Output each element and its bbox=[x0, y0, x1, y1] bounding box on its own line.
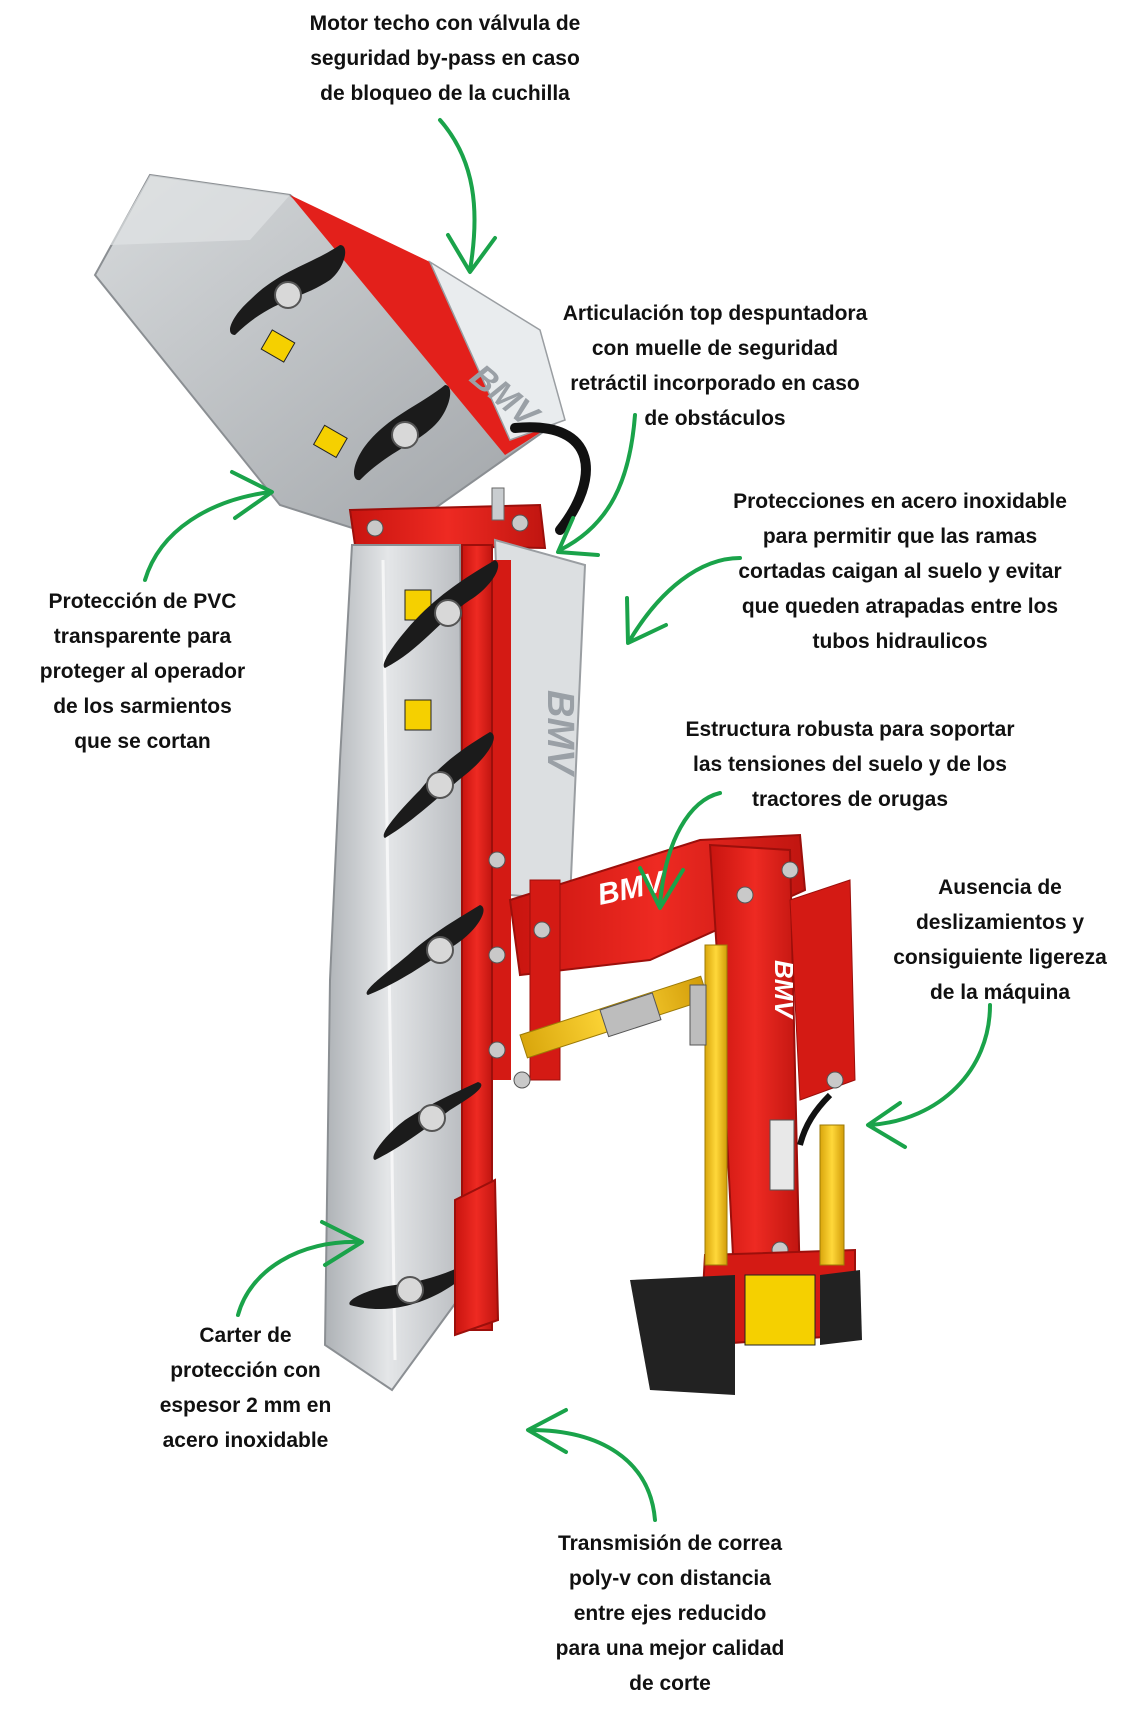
articulation-joint bbox=[348, 487, 547, 550]
callout-line: Estructura robusta para soportar bbox=[685, 718, 1015, 741]
arrow-pvc bbox=[143, 470, 274, 582]
callout-line: con muelle de seguridad bbox=[591, 337, 839, 360]
callout-line: deslizamientos y bbox=[915, 911, 1085, 934]
bar-blade-3 bbox=[366, 905, 484, 995]
callout-transmission: Transmisión de correa poly-v con distanc… bbox=[535, 1526, 805, 1701]
callout-pvc: Protección de PVC transparente para prot… bbox=[20, 584, 265, 759]
callout-line: poly-v con distancia bbox=[569, 1567, 771, 1590]
bar-blade-2 bbox=[383, 732, 494, 838]
callout-line: Motor techo con válvula de bbox=[309, 12, 581, 35]
callout-line: que queden atrapadas entre los bbox=[741, 595, 1059, 618]
callout-line: proteger al operador bbox=[39, 660, 246, 683]
callout-line: de los sarmientos bbox=[53, 695, 232, 718]
callout-no-slip: Ausencia de deslizamientos y consiguient… bbox=[875, 870, 1125, 1010]
callout-line: las tensiones del suelo y de los bbox=[693, 753, 1007, 776]
callout-line: cortadas caigan al suelo y evitar bbox=[738, 560, 1062, 583]
callout-line: Protecciones en acero inoxidable bbox=[733, 490, 1067, 513]
callout-line: de obstáculos bbox=[644, 407, 786, 430]
arrow-carter bbox=[236, 1220, 364, 1317]
callout-line: entre ejes reducido bbox=[573, 1602, 767, 1625]
arrow-motor bbox=[438, 118, 497, 274]
arrow-structure bbox=[638, 791, 722, 910]
callout-structure: Estructura robusta para soportar las ten… bbox=[670, 712, 1030, 817]
arrow-stainless-protection bbox=[625, 556, 742, 645]
callout-line: Protección de PVC bbox=[48, 590, 237, 613]
head-blade-2 bbox=[354, 385, 451, 481]
callout-line: transparente para bbox=[53, 625, 232, 648]
head-blade-1 bbox=[230, 245, 346, 335]
callout-line: tractores de orugas bbox=[751, 788, 949, 811]
callout-line: de corte bbox=[629, 1672, 711, 1695]
callout-articulation: Articulación top despuntadora con muelle… bbox=[545, 296, 885, 436]
top-head-unit: BMV bbox=[93, 173, 566, 542]
callout-line: seguridad by-pass en caso bbox=[310, 47, 580, 70]
callout-line: que se cortan bbox=[74, 730, 211, 753]
vertical-cutter-bar: BMV bbox=[323, 538, 587, 1392]
callout-line: tubos hidraulicos bbox=[812, 630, 988, 653]
callout-stainless-protection: Protecciones en acero inoxidable para pe… bbox=[720, 484, 1080, 659]
callout-line: consiguiente ligereza bbox=[893, 946, 1107, 969]
callout-line: acero inoxidable bbox=[162, 1429, 329, 1452]
logo-column: BMV bbox=[769, 960, 799, 1020]
callout-line: retráctil incorporado en caso bbox=[570, 372, 860, 395]
callout-line: Articulación top despuntadora bbox=[562, 302, 868, 325]
arrow-transmission bbox=[526, 1408, 657, 1522]
callout-line: protección con bbox=[170, 1359, 321, 1382]
hydraulic-cylinders bbox=[519, 944, 845, 1266]
callout-line: de la máquina bbox=[929, 981, 1071, 1004]
callout-line: Ausencia de bbox=[938, 876, 1062, 899]
callout-line: para permitir que las ramas bbox=[762, 525, 1038, 548]
callout-motor: Motor techo con válvula de seguridad by-… bbox=[305, 6, 585, 111]
callout-line: para una mejor calidad bbox=[555, 1637, 785, 1660]
bar-blade-1 bbox=[383, 560, 499, 668]
bar-blade-4 bbox=[373, 1082, 482, 1160]
callout-line: Carter de bbox=[199, 1324, 292, 1347]
logo-side-plate: BMV bbox=[539, 690, 581, 777]
callout-carter: Carter de protección con espesor 2 mm en… bbox=[138, 1318, 353, 1458]
callout-line: de bloqueo de la cuchilla bbox=[320, 82, 570, 105]
bar-blade-5 bbox=[349, 1262, 473, 1310]
callout-line: Transmisión de correa bbox=[557, 1532, 783, 1555]
arrow-articulation bbox=[556, 413, 637, 557]
arrow-no-slip bbox=[866, 1003, 992, 1149]
hydraulic-hose bbox=[510, 422, 591, 535]
callout-line: espesor 2 mm en bbox=[159, 1394, 332, 1417]
